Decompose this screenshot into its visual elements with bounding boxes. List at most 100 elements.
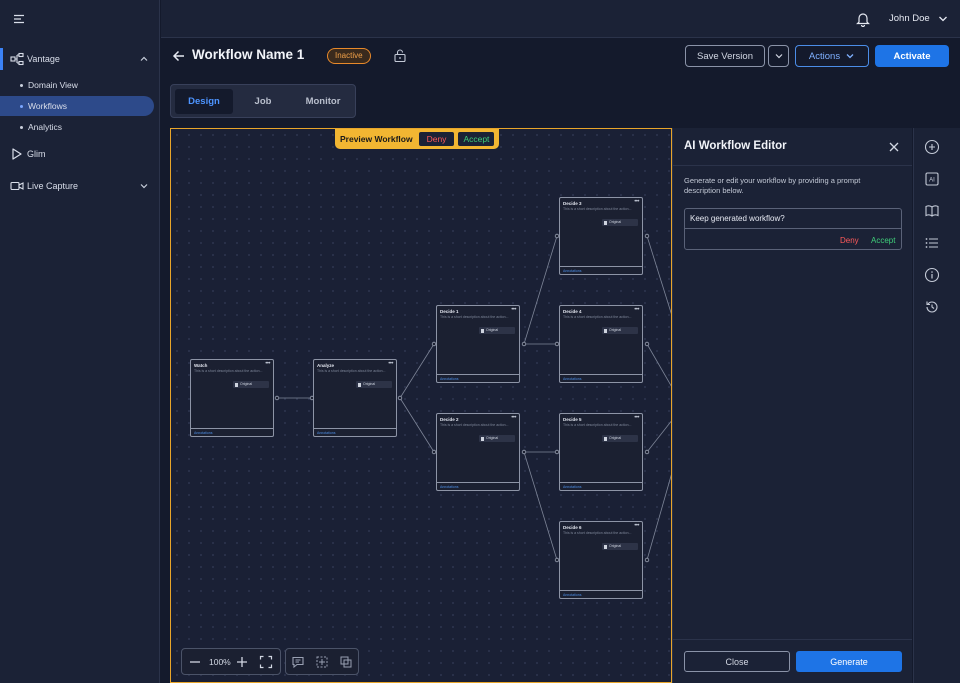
- more-icon[interactable]: •••: [511, 415, 516, 421]
- node-tag: Original: [602, 327, 638, 334]
- arrow-left-icon[interactable]: [172, 49, 186, 63]
- book-icon[interactable]: [924, 203, 940, 219]
- ai-response-card: Keep generated workflow? Deny Accept: [684, 208, 902, 250]
- workflow-node-decide-2[interactable]: Decide 2 ••• This is a short description…: [436, 413, 520, 491]
- save-version-button[interactable]: Save Version: [685, 45, 765, 67]
- info-icon[interactable]: [924, 267, 940, 283]
- ai-workflow-editor-panel: AI Workflow Editor Generate or edit your…: [672, 128, 912, 683]
- add-circle-icon[interactable]: [924, 139, 940, 155]
- unlock-icon[interactable]: [393, 48, 407, 63]
- node-tag: Original: [602, 543, 638, 550]
- divider: [560, 266, 642, 267]
- more-icon[interactable]: •••: [388, 361, 393, 367]
- preview-deny-button[interactable]: Deny: [418, 132, 455, 146]
- node-title: Analyze: [317, 363, 335, 368]
- divider: [673, 639, 912, 640]
- node-tag: Original: [479, 327, 515, 334]
- sidebar-subitem-domain-view[interactable]: Domain View: [0, 75, 160, 95]
- tab-bar: Design Job Monitor: [170, 84, 356, 118]
- user-name[interactable]: John Doe: [889, 13, 930, 24]
- node-description: This is a short description about the ac…: [563, 423, 632, 427]
- sidebar-item-live-capture[interactable]: Live Capture: [0, 175, 160, 197]
- node-description: This is a short description about the ac…: [563, 531, 632, 535]
- node-title: Decide 4: [563, 309, 582, 314]
- chevron-up-icon[interactable]: [138, 53, 150, 65]
- ai-deny-button[interactable]: Deny: [840, 236, 859, 245]
- tab-monitor[interactable]: Monitor: [305, 96, 341, 107]
- bullet: [20, 104, 23, 108]
- node-annotations-link[interactable]: Annotations: [563, 269, 582, 273]
- divider: [437, 374, 519, 375]
- workflow-node-decide-3[interactable]: Decide 3 ••• This is a short description…: [559, 197, 643, 275]
- zoom-out-icon[interactable]: [188, 655, 202, 669]
- menu-icon[interactable]: [12, 12, 26, 26]
- more-icon[interactable]: •••: [265, 361, 270, 367]
- node-title: Watch: [194, 363, 208, 368]
- ai-accept-button[interactable]: Accept: [871, 236, 896, 245]
- workflow-node-watch[interactable]: Watch ••• This is a short description ab…: [190, 359, 274, 437]
- close-button[interactable]: Close: [684, 651, 790, 672]
- node-annotations-link[interactable]: Annotations: [563, 485, 582, 489]
- page-title: Workflow Name 1: [192, 47, 305, 62]
- chevron-down-icon[interactable]: [138, 180, 150, 192]
- node-annotations-link[interactable]: Annotations: [440, 377, 459, 381]
- divider: [673, 165, 912, 166]
- node-annotations-link[interactable]: Annotations: [317, 431, 336, 435]
- workflow-canvas[interactable]: Watch ••• This is a short description ab…: [170, 128, 672, 683]
- list-icon[interactable]: [924, 235, 940, 251]
- history-icon[interactable]: [924, 299, 940, 315]
- generate-button[interactable]: Generate: [796, 651, 902, 672]
- more-icon[interactable]: •••: [511, 307, 516, 313]
- actions-button[interactable]: Actions: [795, 45, 869, 67]
- chevron-down-icon: [775, 54, 782, 59]
- sidebar-subitem-label: Workflows: [28, 101, 68, 111]
- activate-button[interactable]: Activate: [875, 45, 949, 67]
- sidebar-item-vantage[interactable]: Vantage: [0, 48, 160, 70]
- workflow-node-decide-6[interactable]: Decide 6 ••• This is a short description…: [559, 521, 643, 599]
- duplicate-icon[interactable]: [339, 655, 353, 669]
- more-icon[interactable]: •••: [634, 523, 639, 529]
- sidebar-item-label: Vantage: [27, 54, 60, 64]
- more-icon[interactable]: •••: [634, 307, 639, 313]
- node-annotations-link[interactable]: Annotations: [563, 377, 582, 381]
- bell-icon[interactable]: [856, 11, 870, 27]
- auto-layout-icon[interactable]: [315, 655, 329, 669]
- chevron-down-icon[interactable]: [937, 13, 949, 25]
- node-description: This is a short description about the ac…: [563, 315, 632, 319]
- node-description: This is a short description about the ac…: [440, 315, 509, 319]
- panel-title: AI Workflow Editor: [684, 140, 787, 152]
- zoom-in-icon[interactable]: [235, 655, 249, 669]
- node-title: Decide 1: [440, 309, 459, 314]
- ai-icon[interactable]: AI: [924, 171, 940, 187]
- node-description: This is a short description about the ac…: [194, 369, 263, 373]
- play-icon: [10, 147, 24, 161]
- comment-icon[interactable]: [291, 655, 305, 669]
- node-annotations-link[interactable]: Annotations: [194, 431, 213, 435]
- zoom-controls: 100%: [181, 648, 281, 675]
- connector-lines: [274, 233, 671, 563]
- node-annotations-link[interactable]: Annotations: [563, 593, 582, 597]
- ai-question: Keep generated workflow?: [690, 214, 785, 223]
- status-badge: Inactive: [327, 48, 371, 64]
- right-tool-rail: AI: [913, 128, 960, 683]
- workflow-node-analyze[interactable]: Analyze ••• This is a short description …: [313, 359, 397, 437]
- workflow-node-decide-4[interactable]: Decide 4 ••• This is a short description…: [559, 305, 643, 383]
- node-title: Decide 3: [563, 201, 582, 206]
- actions-label: Actions: [808, 50, 841, 62]
- workflow-node-decide-5[interactable]: Decide 5 ••• This is a short description…: [559, 413, 643, 491]
- fit-screen-icon[interactable]: [259, 655, 273, 669]
- tab-job[interactable]: Job: [254, 96, 272, 107]
- more-icon[interactable]: •••: [634, 415, 639, 421]
- sidebar-subitem-workflows[interactable]: Workflows: [0, 96, 154, 116]
- preview-accept-button[interactable]: Accept: [458, 132, 495, 146]
- workflow-node-decide-1[interactable]: Decide 1 ••• This is a short description…: [436, 305, 520, 383]
- sidebar-subitem-analytics[interactable]: Analytics: [0, 117, 160, 137]
- save-version-dropdown-button[interactable]: [768, 45, 789, 67]
- sidebar-item-glim[interactable]: Glim: [0, 143, 160, 165]
- close-icon[interactable]: [887, 140, 901, 154]
- tab-design[interactable]: Design: [175, 89, 233, 114]
- more-icon[interactable]: •••: [634, 199, 639, 205]
- node-annotations-link[interactable]: Annotations: [440, 485, 459, 489]
- top-bar: John Doe: [161, 0, 960, 38]
- node-title: Decide 6: [563, 525, 582, 530]
